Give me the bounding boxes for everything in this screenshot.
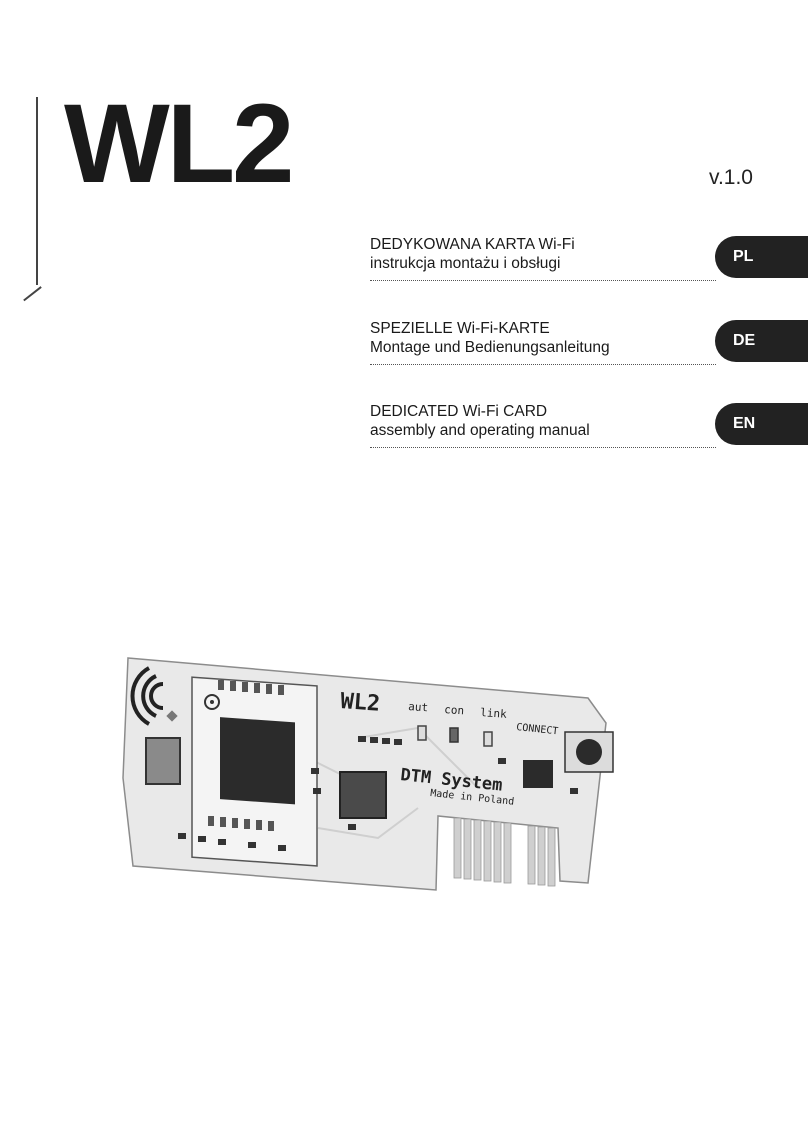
dotted-separator bbox=[370, 364, 716, 365]
language-section-de: SPEZIELLE Wi-Fi-KARTE Montage und Bedien… bbox=[370, 320, 808, 378]
pl-title: DEDYKOWANA KARTA Wi-Fi bbox=[370, 236, 575, 253]
en-subtitle: assembly and operating manual bbox=[370, 422, 590, 439]
button-cap bbox=[576, 739, 602, 765]
document-title: WL2 bbox=[64, 81, 294, 206]
led-con bbox=[449, 727, 459, 743]
wifi-card-image: WL2 aut con link CONNECT DTM System Made… bbox=[122, 657, 614, 891]
frame-corner-tick bbox=[23, 286, 42, 301]
edge-connector-right bbox=[527, 825, 556, 887]
language-section-pl: DEDYKOWANA KARTA Wi-Fi instrukcja montaż… bbox=[370, 236, 808, 294]
capacitor-block bbox=[145, 737, 181, 785]
dotted-separator bbox=[370, 280, 716, 281]
pl-subtitle: instrukcja montażu i obsługi bbox=[370, 255, 561, 272]
led-label-aut: aut bbox=[408, 700, 429, 714]
connect-label: CONNECT bbox=[516, 722, 559, 737]
wifi-signal-icon bbox=[130, 666, 164, 726]
module-marker bbox=[204, 694, 220, 710]
led-aut bbox=[417, 725, 427, 741]
dotted-separator bbox=[370, 447, 716, 448]
smd-components bbox=[178, 736, 578, 851]
language-tab-de[interactable]: DE bbox=[715, 320, 808, 362]
led-link bbox=[483, 731, 493, 747]
module-pins bbox=[208, 680, 284, 831]
board-logo-text: WL2 bbox=[340, 689, 381, 717]
language-tab-en[interactable]: EN bbox=[715, 403, 808, 445]
language-section-en: DEDICATED Wi-Fi CARD assembly and operat… bbox=[370, 403, 808, 461]
led-label-con: con bbox=[444, 703, 465, 717]
version-label: v.1.0 bbox=[709, 166, 753, 189]
en-title: DEDICATED Wi-Fi CARD bbox=[370, 403, 548, 420]
microcontroller bbox=[339, 771, 387, 819]
frame-vertical-line bbox=[36, 97, 38, 285]
de-subtitle: Montage und Bedienungsanleitung bbox=[370, 339, 610, 356]
led-label-link: link bbox=[480, 706, 508, 721]
regulator-chip bbox=[523, 760, 553, 788]
edge-connector-left bbox=[453, 817, 512, 884]
language-tab-pl[interactable]: PL bbox=[715, 236, 808, 278]
de-title: SPEZIELLE Wi-Fi-KARTE bbox=[370, 320, 550, 337]
wifi-chip bbox=[220, 717, 295, 805]
